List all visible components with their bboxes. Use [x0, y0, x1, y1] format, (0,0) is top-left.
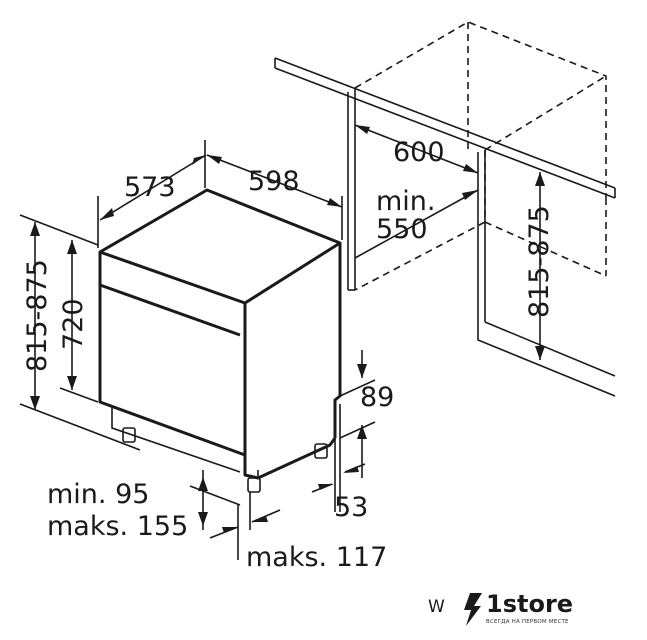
dim-53 [311, 404, 366, 512]
dim-720 [59, 240, 99, 403]
dim-600 [354, 124, 479, 174]
dim-598 [206, 154, 343, 240]
label-720: 720 [58, 298, 89, 350]
dim-573 [97, 140, 207, 248]
label-height-left: 815-875 [22, 259, 53, 372]
label-foot-max: maks. 117 [246, 542, 387, 573]
lightning-icon [464, 593, 482, 626]
dim-89 [339, 350, 376, 478]
countertop [274, 57, 616, 199]
watermark-brand: 1store [486, 590, 573, 618]
label-kick-min: min. 95 [47, 479, 149, 510]
niche-walls [347, 88, 616, 397]
dishwasher [98, 188, 342, 493]
watermark: W 1store ВСЕГДА НА ПЕРВОМ МЕСТЕ [428, 590, 573, 626]
dim-815-875-right [535, 172, 545, 360]
label-600: 600 [393, 137, 445, 168]
dim-815-875-left [19, 214, 141, 451]
label-kick-max: maks. 155 [47, 511, 188, 542]
label-573: 573 [124, 172, 176, 203]
label-598: 598 [248, 166, 300, 197]
label-niche-min: min. [376, 186, 436, 217]
label-89: 89 [360, 382, 394, 413]
watermark-prefix: W [428, 597, 445, 617]
dim-550 [354, 189, 479, 259]
dim-117 [209, 492, 281, 560]
dim-kick [189, 470, 241, 530]
label-550: 550 [376, 214, 428, 245]
label-53: 53 [334, 492, 368, 523]
label-height-right: 815-875 [524, 205, 555, 318]
watermark-tagline: ВСЕГДА НА ПЕРВОМ МЕСТЕ [486, 619, 569, 625]
